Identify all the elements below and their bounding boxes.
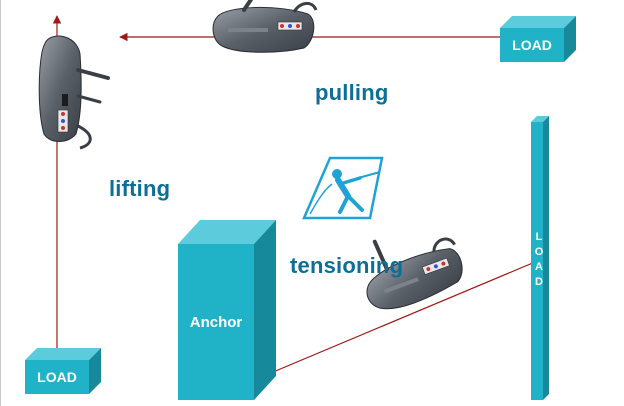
anchor-label: Anchor (189, 314, 243, 331)
load-bottom-label: LOAD (37, 369, 77, 385)
load-box-bottom (25, 348, 101, 394)
tensioning-rope (265, 261, 536, 376)
tensioning-label: tensioning (290, 253, 404, 278)
lifting-label: lifting (109, 176, 171, 201)
left-border (0, 0, 1, 406)
load-pillar (531, 116, 549, 400)
hoist-tensioning (366, 237, 463, 310)
hoist-pulling (212, 0, 318, 53)
tensioning-person-icon (302, 156, 384, 220)
load-pillar-label: LOAD (534, 231, 544, 288)
load-box-top (500, 16, 576, 62)
pulling-label: pulling (315, 80, 389, 105)
anchor-block (178, 220, 276, 400)
hoist-lifting (38, 35, 110, 150)
load-top-label: LOAD (512, 37, 552, 53)
